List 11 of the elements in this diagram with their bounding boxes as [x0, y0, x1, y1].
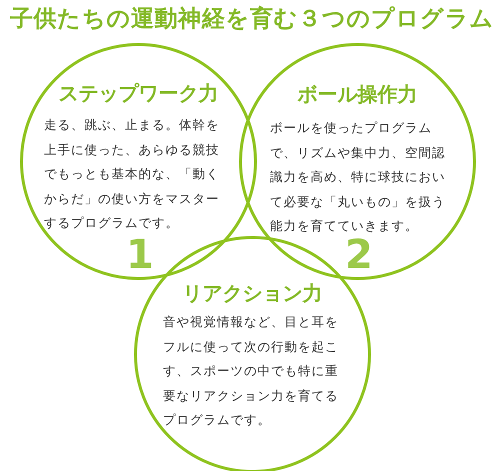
program-number: 1	[126, 239, 154, 271]
circle-description: 走る、跳ぶ、止まる。体幹を上手に使った、あらゆる競技でもっとも基本的な、「動くからだ」の使い方をマスターするプログラムです。	[44, 116, 220, 232]
diagram-title: 子供たちの運動神経を育む３つのプログラム	[10, 5, 494, 33]
venn-circle	[20, 43, 257, 280]
circle-heading: ステップワーク力	[58, 81, 218, 105]
venn-circle	[239, 43, 476, 280]
circle-description: 音や視覚情報など、目と耳をフルに使って次の行動を起こす、スポーツの中でも特に重要なリアクション力を育てるプログラムです。	[163, 313, 340, 429]
program-number: 2	[345, 239, 373, 271]
circle-description: ボールを使ったプログラムで、リズムや集中力、空間認識力を高め、特に球技において必要な「丸いもの」を扱う能力を育てていきます。	[270, 119, 446, 235]
circle-heading: ボール操作力	[298, 82, 418, 106]
circle-heading: リアクション力	[182, 281, 322, 305]
